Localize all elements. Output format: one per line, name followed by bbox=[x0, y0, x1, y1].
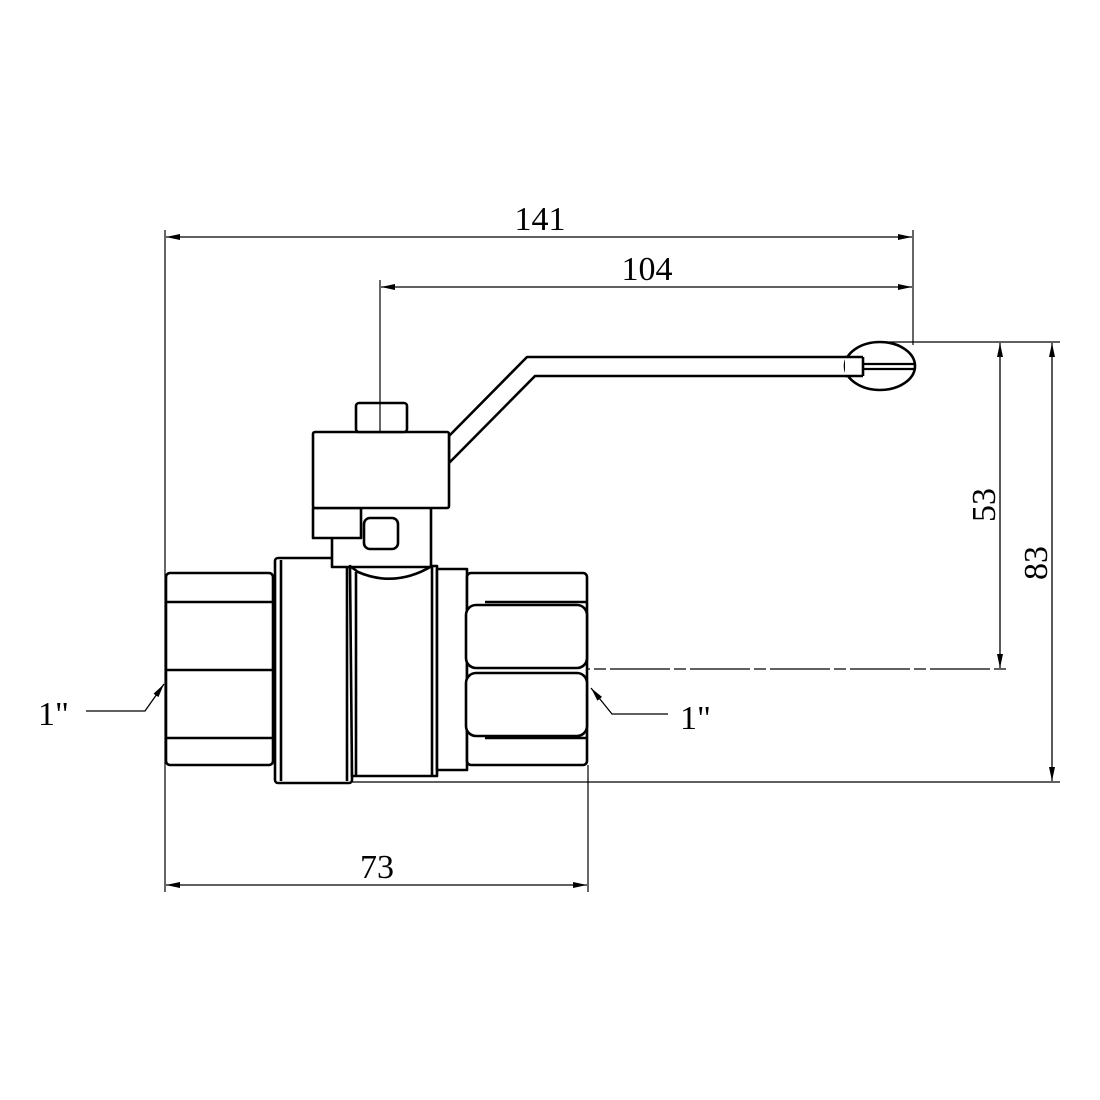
dimension-53: 53 bbox=[966, 343, 1003, 668]
thread-size-label: 1" bbox=[680, 700, 711, 737]
dimension-label: 104 bbox=[622, 251, 673, 288]
stem-square bbox=[362, 516, 400, 551]
dimension-label: 73 bbox=[360, 849, 394, 886]
dimension-83: 83 bbox=[1018, 343, 1055, 781]
thread-callout-right: 1" bbox=[590, 687, 711, 737]
dimension-141: 141 bbox=[166, 201, 912, 240]
handle-block bbox=[311, 430, 451, 510]
valve-handle bbox=[311, 340, 917, 551]
left-body-ring bbox=[273, 556, 354, 785]
valve-body bbox=[164, 503, 589, 785]
dimension-73: 73 bbox=[166, 849, 587, 888]
center-body bbox=[348, 564, 439, 778]
thread-size-label: 1" bbox=[38, 696, 69, 733]
thread-callout-left: 1" bbox=[38, 683, 165, 733]
handle-stop bbox=[311, 506, 363, 540]
handle-lever bbox=[447, 355, 865, 465]
dimension-104: 104 bbox=[381, 251, 912, 290]
dimension-label: 53 bbox=[966, 488, 1003, 522]
dimension-label: 83 bbox=[1018, 546, 1055, 580]
right-body-ring bbox=[435, 567, 469, 772]
dimension-label: 141 bbox=[515, 201, 566, 238]
stem-nut bbox=[354, 401, 409, 434]
